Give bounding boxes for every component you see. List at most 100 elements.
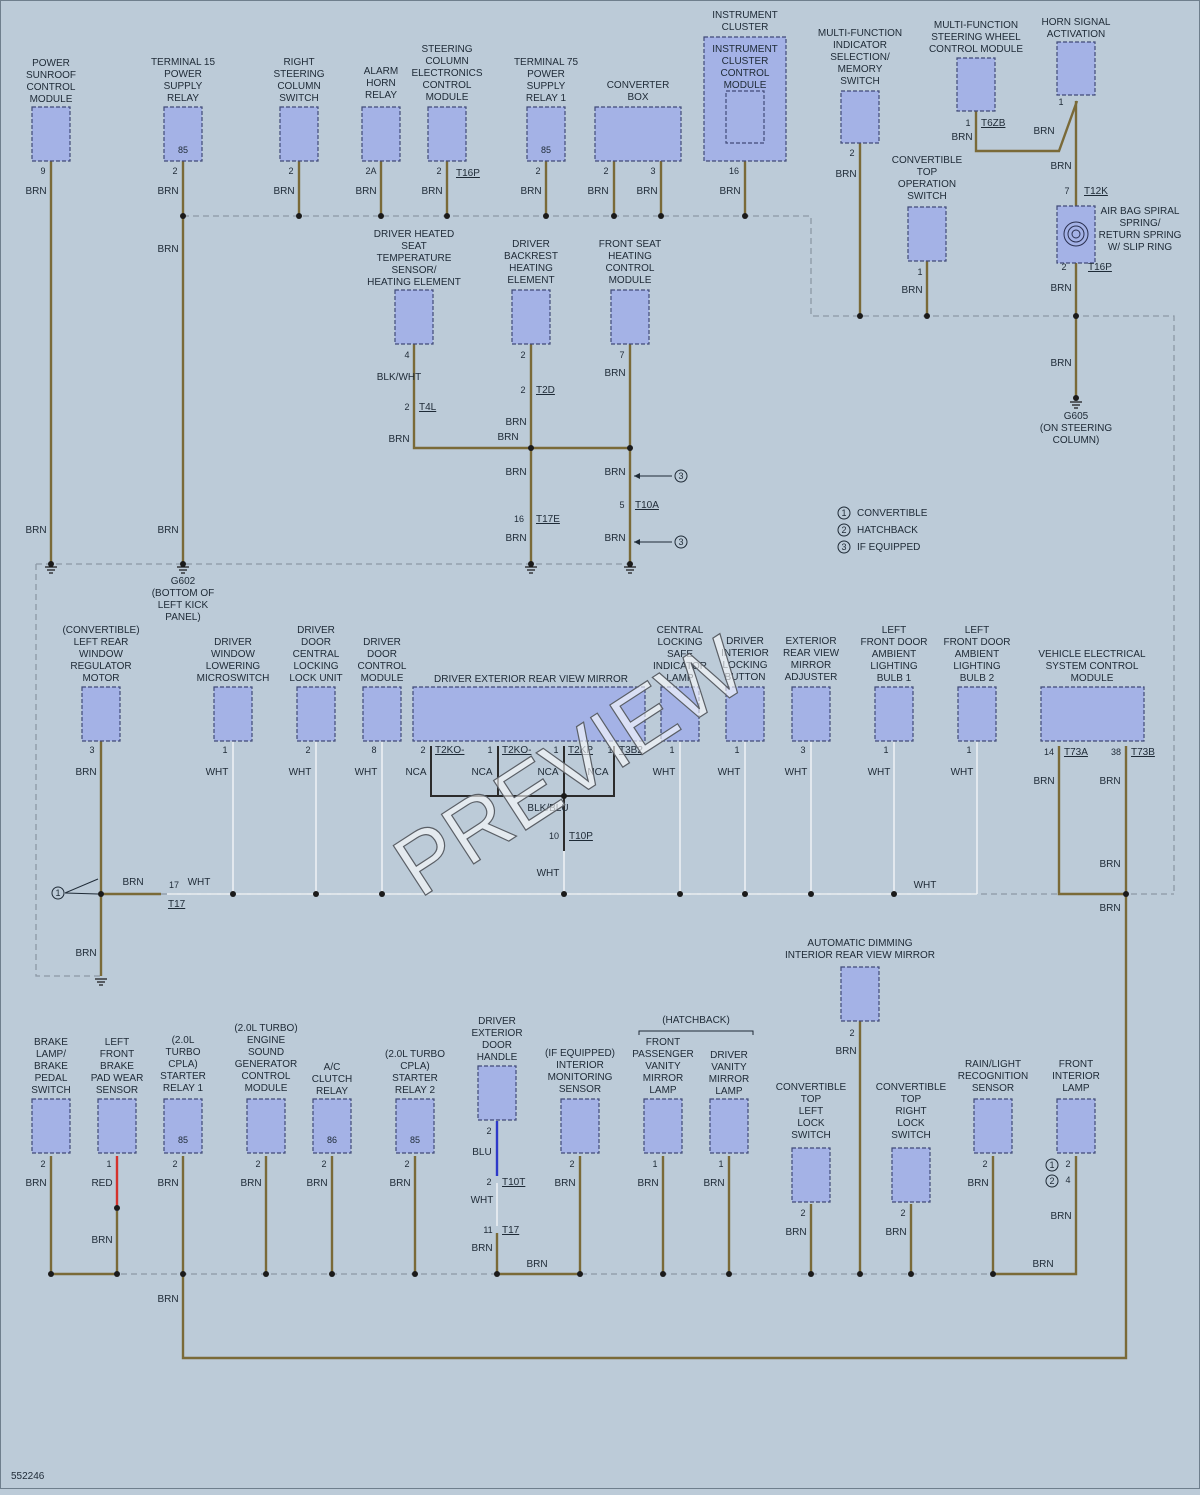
component-ac-clutch-relay[interactable] xyxy=(312,1098,352,1154)
component-horn-signal-activation[interactable] xyxy=(1056,41,1096,96)
wire-label: BRN xyxy=(1099,776,1120,787)
wire-label: BRN xyxy=(703,1178,724,1189)
svg-text:3: 3 xyxy=(678,537,683,547)
label-line: SENSOR xyxy=(972,1083,1014,1094)
component-driver-door-control-module[interactable] xyxy=(362,686,402,742)
component-driver-window-lowering-microswitch[interactable] xyxy=(213,686,253,742)
label-line: HANDLE xyxy=(477,1052,518,1063)
label-line: CONVERTER xyxy=(607,80,670,91)
pin-numbers: 9 2 2 2A 2 2 2 3 16 2 1 1 7 2 1 4 2 2 2 … xyxy=(40,97,1121,1235)
wire-label: BRN xyxy=(240,1178,261,1189)
component-air-bag-spiral-spring[interactable] xyxy=(1056,205,1096,264)
component-alarm-horn-relay[interactable] xyxy=(361,106,401,162)
component-convertible-top-right-lock-switch[interactable] xyxy=(891,1147,931,1203)
label-line: VEHICLE ELECTRICAL xyxy=(1038,649,1146,660)
pin-airbag-in: 7 xyxy=(1064,186,1069,196)
component-convertible-top-left-lock-switch[interactable] xyxy=(791,1147,831,1203)
component-driver-vanity-mirror-lamp[interactable] xyxy=(709,1098,749,1154)
component-driver-door-central-locking-lock-unit[interactable] xyxy=(296,686,336,742)
component-power-sunroof-control-module[interactable] xyxy=(31,106,71,162)
label-line: TOP xyxy=(901,1094,922,1105)
wire-label: BRN xyxy=(1050,161,1071,172)
label-line: CENTRAL xyxy=(293,649,340,660)
component-terminal-75-power-supply-relay-1[interactable] xyxy=(526,106,566,162)
wire-label: BRN xyxy=(157,525,178,536)
label-line: LOCK UNIT xyxy=(289,673,342,684)
component-left-front-door-ambient-lighting-bulb-1[interactable] xyxy=(874,686,914,742)
spiral-spring-icon xyxy=(1063,221,1089,247)
splice-dot xyxy=(313,891,319,897)
connector-t73b: T73B xyxy=(1131,747,1155,758)
component-rain-light-recognition-sensor[interactable] xyxy=(973,1098,1013,1154)
label-line: (IF EQUIPPED) xyxy=(545,1048,615,1059)
component-interior-monitoring-sensor[interactable] xyxy=(560,1098,600,1154)
component-left-rear-window-regulator-motor[interactable] xyxy=(81,686,121,742)
label-line: RETURN SPRING xyxy=(1099,230,1182,241)
pin-starter2: 2 xyxy=(404,1159,409,1169)
label-line: LEFT xyxy=(105,1037,129,1048)
component-steering-column-electronics-control-module[interactable] xyxy=(427,106,467,162)
label-line: ADJUSTER xyxy=(785,672,838,683)
pin-t2d: 2 xyxy=(520,385,525,395)
component-multi-function-steering-wheel-control-module[interactable] xyxy=(956,57,996,112)
option-marker-if-equipped-upper: 3 xyxy=(634,469,688,483)
splice-dot xyxy=(98,891,104,897)
component-multi-function-indicator-selection-memory-switch[interactable] xyxy=(840,90,880,144)
inner-label-ac-clutch-relay: 86 xyxy=(327,1135,337,1145)
label-line: BUTTON xyxy=(725,672,766,683)
label-line: SUNROOF xyxy=(26,70,76,81)
component-left-front-door-ambient-lighting-bulb-2[interactable] xyxy=(957,686,997,742)
component-right-steering-column-switch[interactable] xyxy=(279,106,319,162)
wire-label: WHT xyxy=(718,767,741,778)
pin-right-lock: 2 xyxy=(900,1208,905,1218)
component-engine-sound-generator-control-module[interactable] xyxy=(246,1098,286,1154)
label-line: LOCKING xyxy=(293,661,338,672)
legend-item-hatchback: 2 HATCHBACK xyxy=(837,523,918,537)
component-driver-backrest-heating-element[interactable] xyxy=(511,289,551,345)
label-line: ELECTRONICS xyxy=(411,68,482,79)
component-front-passenger-vanity-mirror-lamp[interactable] xyxy=(643,1098,683,1154)
connector-t16p-steering: T16P xyxy=(456,168,480,179)
component-exterior-rear-view-mirror-adjuster[interactable] xyxy=(791,686,831,742)
label-line: TOP xyxy=(801,1094,822,1105)
component-instrument-cluster-control-module[interactable] xyxy=(725,90,765,144)
component-front-interior-lamp[interactable] xyxy=(1056,1098,1096,1154)
component-automatic-dimming-interior-rear-view-mirror[interactable] xyxy=(840,966,880,1022)
label-line: DRIVER HEATED xyxy=(374,229,454,240)
component-driver-exterior-door-handle[interactable] xyxy=(477,1065,517,1121)
component-converter-box[interactable] xyxy=(594,106,682,162)
wire-label: BRN xyxy=(554,1178,575,1189)
wire-label: BRN xyxy=(25,525,46,536)
component-terminal-15-power-supply-relay[interactable] xyxy=(163,106,203,162)
splice-dot xyxy=(561,793,567,799)
component-left-front-brake-pad-wear-sensor[interactable] xyxy=(97,1098,137,1154)
component-front-seat-heating-control-module[interactable] xyxy=(610,289,650,345)
wire-label: BRN xyxy=(520,186,541,197)
svg-text:1: 1 xyxy=(841,508,846,518)
wire-label: NCA xyxy=(405,767,426,778)
wire-label: BRN xyxy=(526,1259,547,1270)
splice-dot xyxy=(48,561,54,567)
component-central-locking-safe-indicator-lamp[interactable] xyxy=(660,686,700,742)
component-driver-interior-locking-button[interactable] xyxy=(725,686,765,742)
label-line: LEFT REAR xyxy=(74,637,129,648)
component-driver-heated-seat-temperature-sensor[interactable] xyxy=(394,289,434,345)
component-vehicle-electrical-system-control-module[interactable] xyxy=(1040,686,1145,742)
component-driver-exterior-rear-view-mirror[interactable] xyxy=(412,686,646,742)
component-brake-lamp-brake-pedal-switch[interactable] xyxy=(31,1098,71,1154)
component-turbo-cpla-starter-relay-2[interactable] xyxy=(395,1098,435,1154)
component-convertible-top-operation-switch[interactable] xyxy=(907,206,947,262)
label-line: TERMINAL 15 xyxy=(151,57,216,68)
label-line: PASSENGER xyxy=(632,1049,694,1060)
connector-t3b2: T3B2 xyxy=(619,745,643,756)
wire-label: BRN xyxy=(719,186,740,197)
component-turbo-cpla-starter-relay-1[interactable] xyxy=(163,1098,203,1154)
pin-t73b: 38 xyxy=(1111,747,1121,757)
label-line: RELAY xyxy=(316,1086,348,1097)
